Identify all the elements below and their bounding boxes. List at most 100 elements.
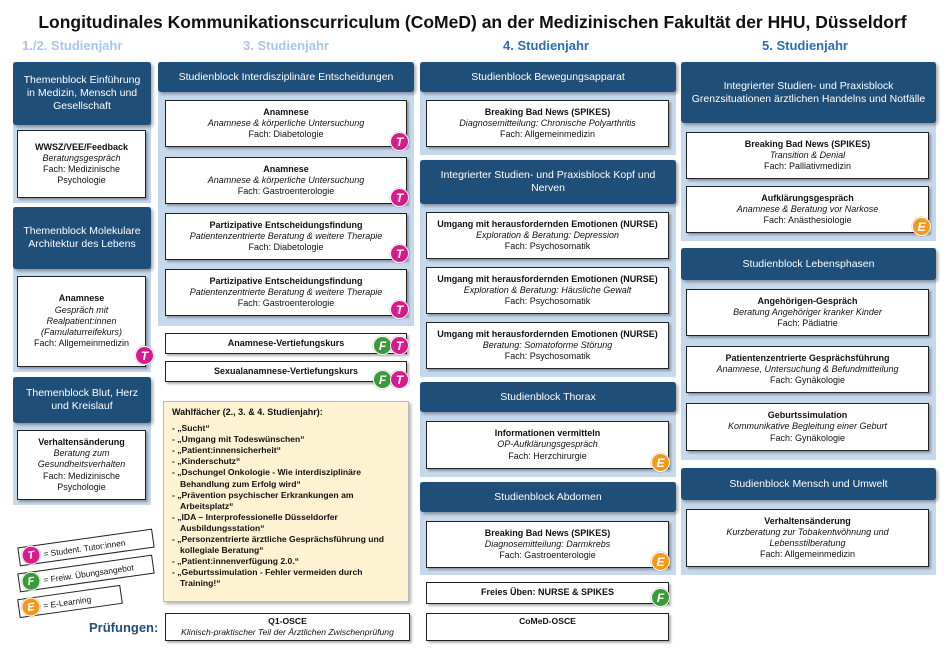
card-title: Patientenzentrierte Gesprächsführung	[725, 352, 890, 363]
card-title: Anamnese	[263, 163, 309, 174]
card-subtitle: Anamnese, Untersuchung & Befundmitteilun…	[716, 363, 899, 374]
card-title: Breaking Bad News (SPIKES)	[484, 106, 611, 117]
tutor-icon: T	[20, 544, 42, 566]
card-title: Partizipative Entscheidungsfindung	[209, 275, 363, 286]
wahlfach-item: „Umgang mit Todeswünschen“	[172, 434, 400, 445]
wahlfach-item: „Kinderschutz“	[172, 456, 400, 467]
card-subtitle: Patientenzentrierte Beratung & weitere T…	[189, 230, 383, 241]
card-nurse-somatoform: Umgang mit herausfordernden Emotionen (N…	[426, 322, 669, 369]
wahlfach-item: „Sucht“	[172, 423, 400, 434]
card-subtitle: Beratungsgespräch	[42, 152, 121, 163]
card-aufklaerung-narkose: Aufklärungsgespräch Anamnese & Beratung …	[686, 186, 929, 233]
card-title: Angehörigen-Gespräch	[757, 295, 858, 306]
header-blut: Themenblock Blut, Herz und Kreislauf	[13, 377, 151, 423]
header-interdisziplinaer: Studienblock Interdisziplinäre Entscheid…	[158, 62, 414, 92]
card-title: Sexualanamnese-Vertiefungskurs	[213, 365, 359, 376]
tutor-badge: T	[390, 132, 409, 151]
exam-comed-osce: CoMeD-OSCE	[426, 613, 669, 641]
card-fach: Fach: Herzchirurgie	[508, 450, 587, 461]
tutor-badge: T	[135, 346, 154, 365]
page-title: Longitudinales Kommunikationscurriculum …	[38, 12, 907, 32]
card-bbn-darmkrebs: Breaking Bad News (SPIKES) Diagnosemitte…	[426, 521, 669, 568]
card-subtitle: Beratung zum Gesundheitsverhalten	[37, 448, 126, 470]
exams-label: Prüfungen:	[89, 620, 159, 635]
wahlfaecher-heading: Wahlfächer (2., 3. & 4. Studienjahr):	[172, 407, 323, 417]
card-title: Breaking Bad News (SPIKES)	[484, 527, 611, 538]
card-title: Verhaltensänderung	[38, 436, 125, 447]
legend-tutor-text: = Student. Tutor:innen	[42, 537, 126, 559]
card-subtitle: Gespräch mit Realpatient:innen (Famulatu…	[40, 304, 123, 338]
card-subtitle: Kurzberatung zur Tobakentwöhnung und Leb…	[726, 526, 889, 548]
card-fach: Fach: Allgemeinmedizin	[759, 549, 856, 560]
tutor-badge: T	[390, 370, 409, 389]
year-label-4: 4. Studienjahr	[503, 38, 589, 53]
legend-free-text: = Freiw. Übungsangebot	[42, 561, 135, 585]
wahlfach-item: „Patient:innensicherheit“	[172, 445, 400, 456]
card-subtitle: Kommunikative Begleitung einer Geburt	[727, 421, 888, 432]
card-title: Informationen vermitteln	[494, 428, 601, 439]
card-subtitle: OP-Aufklärungsgespräch	[497, 439, 598, 450]
card-fach: Fach: Psychosomatik	[504, 296, 591, 307]
exam-title: CoMeD-OSCE	[519, 616, 576, 626]
card-title: Breaking Bad News (SPIKES)	[744, 138, 871, 149]
card-subtitle: Anamnese & Beratung vor Narkose	[736, 203, 879, 214]
card-title: WWSZ/VEE/Feedback	[34, 141, 129, 152]
header-thorax: Studienblock Thorax	[420, 382, 676, 412]
year-label-3: 3. Studienjahr	[243, 38, 329, 53]
card-fach: Fach: Anästhesiologie	[763, 215, 852, 226]
card-title: Umgang mit herausfordernden Emotionen (N…	[437, 218, 658, 229]
card-fach: Fach: Medizinische Psychologie	[42, 470, 121, 492]
card-nurse-gewalt: Umgang mit herausfordernden Emotionen (N…	[426, 267, 669, 314]
card-angehoerigen: Angehörigen-Gespräch Beratung Angehörige…	[686, 289, 929, 336]
header-kopf-nerven: Integrierter Studien- und Praxisblock Ko…	[420, 160, 676, 204]
card-subtitle: Anamnese & körperliche Untersuchung	[207, 174, 365, 185]
free-practice-badge: F	[373, 336, 392, 355]
card-fach: Fach: Gastroenterologie	[237, 186, 335, 197]
card-subtitle: Patientenzentrierte Beratung & weitere T…	[189, 286, 383, 297]
wahlfach-item: „Geburtssimulation - Fehler vermeiden du…	[172, 567, 400, 589]
card-title: Anamnese	[58, 293, 105, 304]
card-subtitle: Exploration & Beratung: Depression	[475, 229, 620, 240]
card-partizipativ-gastro: Partizipative Entscheidungsfindung Patie…	[165, 269, 407, 316]
wahlfach-item: „Personzentrierte ärztliche Gesprächsfüh…	[172, 534, 400, 556]
wahlfach-item: „IDA – Interprofessionelle Düsseldorfer …	[172, 512, 400, 534]
wahlfaecher-box: Wahlfächer (2., 3. & 4. Studienjahr): „S…	[163, 401, 409, 602]
card-title: Aufklärungsgespräch	[761, 192, 854, 203]
card-fach: Fach: Gynäkologie	[769, 375, 846, 386]
year-label-1-2: 1./2. Studienjahr	[22, 38, 123, 53]
card-anamnese-famulatur: Anamnese Gespräch mit Realpatient:innen …	[17, 276, 146, 367]
card-title: Anamnese	[263, 106, 309, 117]
header-lebensphasen: Studienblock Lebensphasen	[681, 248, 936, 280]
card-title: Partizipative Entscheidungsfindung	[209, 219, 363, 230]
card-title: Geburtssimulation	[767, 410, 848, 421]
elearning-badge: E	[912, 217, 931, 236]
card-fach: Fach: Gastroenterologie	[499, 550, 596, 561]
free-practice-badge: F	[651, 588, 670, 607]
tutor-badge: T	[390, 244, 409, 263]
legend-elearning-text: = E-Learning	[42, 593, 92, 611]
header-einfuehrung: Themenblock Einführung in Medizin, Mensc…	[13, 62, 151, 125]
header-abdomen: Studienblock Abdomen	[420, 482, 676, 512]
card-bbn-palliativ: Breaking Bad News (SPIKES) Transition & …	[686, 132, 929, 179]
card-fach: Fach: Allgemeinmedizin	[33, 338, 130, 349]
card-anamnese-vertiefung: Anamnese-Vertiefungskurs	[165, 333, 407, 354]
card-title: Umgang mit herausfordernden Emotionen (N…	[437, 328, 658, 339]
card-fach: Fach: Diabetologie	[248, 242, 324, 253]
card-subtitle: Diagnosemitteilung: Chronische Polyarthr…	[459, 117, 636, 128]
exam-subtitle: Klinisch-praktischer Teil der Ärztlichen…	[181, 627, 394, 637]
card-patientenzentriert: Patientenzentrierte Gesprächsführung Ana…	[686, 346, 929, 393]
card-fach: Fach: Psychosomatik	[504, 241, 591, 252]
header-molekulare: Themenblock Molekulare Architektur des L…	[13, 207, 151, 269]
card-fach: Fach: Allgemeinmedizin	[499, 129, 596, 140]
elearning-icon: E	[20, 596, 42, 618]
card-fach: Fach: Gastroenterologie	[237, 298, 335, 309]
card-fach: Fach: Gynäkologie	[769, 432, 846, 443]
wahlfaecher-list: „Sucht“ „Umgang mit Todeswünschen“ „Pati…	[172, 423, 400, 589]
card-fach: Fach: Pädiatrie	[777, 318, 838, 329]
card-subtitle: Exploration & Beratung: Häusliche Gewalt	[463, 284, 632, 295]
tutor-badge: T	[390, 188, 409, 207]
card-freies-ueben: Freies Üben: NURSE & SPIKES	[426, 582, 669, 604]
card-title: Verhaltensänderung	[764, 515, 851, 526]
year-label-5: 5. Studienjahr	[762, 38, 848, 53]
card-bbn-polyarthritis: Breaking Bad News (SPIKES) Diagnosemitte…	[426, 100, 669, 147]
